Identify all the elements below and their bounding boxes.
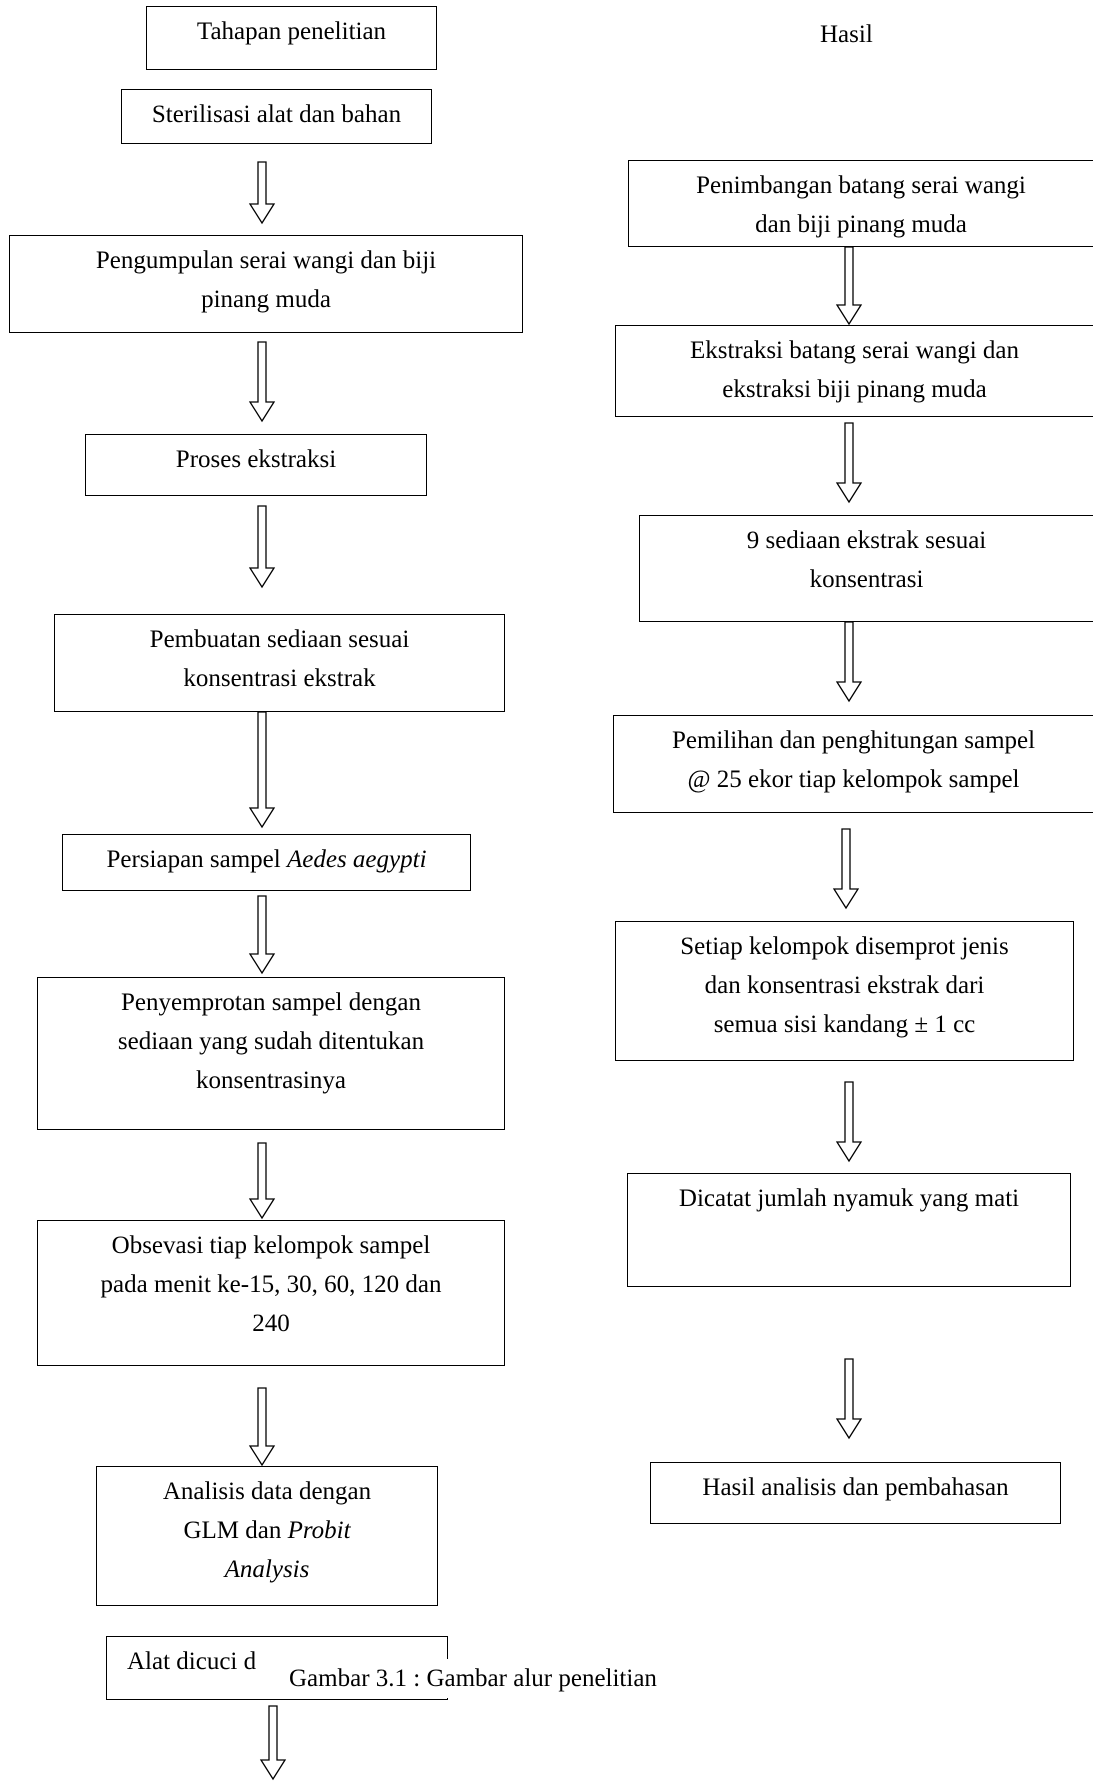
arrow-down-icon xyxy=(248,505,276,589)
header-tahapan-penelitian: Tahapan penelitian xyxy=(146,6,437,70)
arrow-down-icon xyxy=(259,1705,287,1781)
arrow-down-icon xyxy=(835,246,863,326)
box-pemilihan-sampel: Pemilihan dan penghitungan sampel @ 25 e… xyxy=(613,715,1093,813)
arrow-down-icon xyxy=(248,1142,276,1220)
box-pembuatan-sediaan: Pembuatan sediaan sesuai konsentrasi eks… xyxy=(54,614,505,712)
arrow-down-icon xyxy=(248,341,276,423)
box-persiapan-sampel: Persiapan sampel Aedes aegypti xyxy=(62,834,471,891)
figure-caption: Gambar 3.1 : Gambar alur penelitian xyxy=(285,1659,661,1698)
box-penyemprotan-kelompok: Setiap kelompok disemprot jenis dan kons… xyxy=(615,921,1074,1061)
box-ekstraksi-batang: Ekstraksi batang serai wangi dan ekstrak… xyxy=(615,325,1093,417)
arrow-down-icon xyxy=(835,1358,863,1440)
arrow-down-icon xyxy=(835,422,863,504)
arrow-down-icon xyxy=(248,161,276,225)
box-hasil-analisis: Hasil analisis dan pembahasan xyxy=(650,1462,1061,1524)
box-obsevasi: Obsevasi tiap kelompok sampel pada menit… xyxy=(37,1220,505,1366)
box-sembilan-sediaan: 9 sediaan ekstrak sesuai konsentrasi xyxy=(639,515,1093,622)
arrow-down-icon xyxy=(835,1081,863,1163)
box-proses-ekstraksi: Proses ekstraksi xyxy=(85,434,427,496)
box-pengumpulan: Pengumpulan serai wangi dan biji pinang … xyxy=(9,235,523,333)
box-penimbangan: Penimbangan batang serai wangi dan biji … xyxy=(628,160,1093,247)
header-hasil: Hasil xyxy=(820,21,873,48)
arrow-down-icon xyxy=(248,895,276,975)
box-sterilisasi: Sterilisasi alat dan bahan xyxy=(121,89,432,144)
arrow-down-icon xyxy=(832,828,860,910)
box-penyemprotan: Penyemprotan sampel dengan sediaan yang … xyxy=(37,977,505,1130)
arrow-down-icon xyxy=(248,711,276,829)
arrow-down-icon xyxy=(835,621,863,703)
box-dicatat-jumlah: Dicatat jumlah nyamuk yang mati xyxy=(627,1173,1071,1287)
arrow-down-icon xyxy=(248,1387,276,1467)
box-analisis-data: Analisis data dengan GLM dan Probit Anal… xyxy=(96,1466,438,1606)
